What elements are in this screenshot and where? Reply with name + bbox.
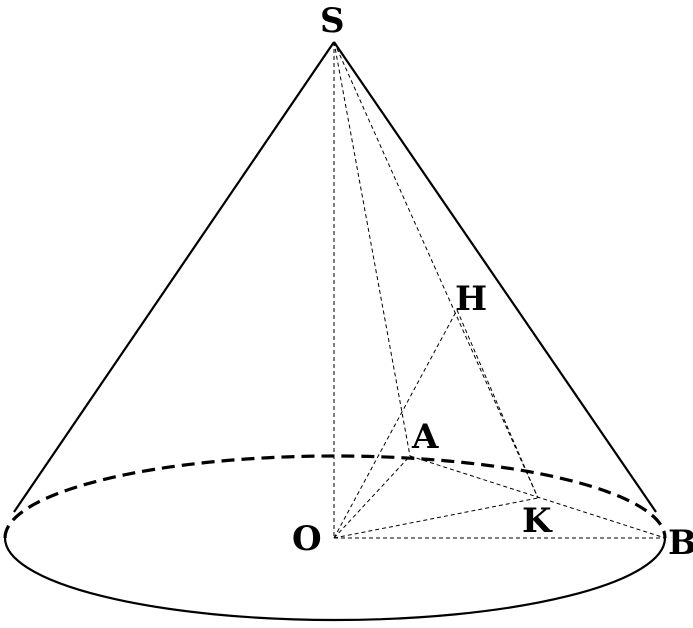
label-B: B xyxy=(668,523,693,563)
segment-OH xyxy=(333,309,458,539)
label-K: K xyxy=(522,501,553,541)
base-front-arc xyxy=(3,537,667,622)
segment-OK xyxy=(333,497,539,539)
base-back-arc xyxy=(3,454,667,539)
segment-OA xyxy=(333,455,411,539)
segment-AB xyxy=(409,455,666,539)
segment-SK xyxy=(333,41,539,499)
label-S: S xyxy=(320,1,345,41)
generatrix-SB xyxy=(333,41,657,513)
generatrix-left xyxy=(13,41,335,513)
label-A: A xyxy=(411,417,439,457)
label-H: H xyxy=(455,279,487,319)
segment-SA xyxy=(333,41,411,457)
segment-HK xyxy=(456,309,539,499)
label-O: O xyxy=(292,519,322,559)
